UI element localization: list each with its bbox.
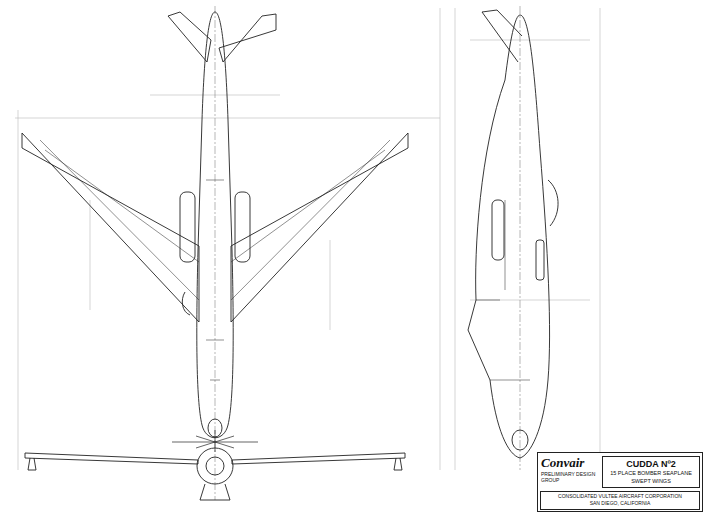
wing-spar bbox=[231, 140, 390, 300]
title-text: CONSOLIDATED VULTEE AIRCRAFT CORPORATION bbox=[543, 494, 697, 500]
note-text: SAN DIEGO, CALIFORNIA bbox=[543, 501, 697, 507]
engine-nacelle bbox=[492, 200, 504, 260]
nose bbox=[512, 430, 528, 450]
side-view bbox=[468, 10, 558, 458]
canopy bbox=[548, 180, 558, 226]
fin bbox=[482, 10, 522, 62]
engine-nacelle bbox=[180, 192, 195, 262]
sponson bbox=[536, 240, 544, 280]
center-lines bbox=[215, 6, 520, 500]
fuselage-section bbox=[197, 448, 233, 484]
left-wing bbox=[22, 133, 199, 322]
fuselage bbox=[197, 12, 233, 438]
wing-float bbox=[182, 292, 190, 315]
tailplane bbox=[219, 14, 276, 62]
propeller bbox=[172, 430, 258, 452]
plan-view bbox=[22, 12, 408, 438]
engine-nacelle bbox=[235, 192, 250, 262]
title-text: Convair bbox=[541, 456, 599, 471]
construction-lines bbox=[15, 8, 600, 470]
tailplane bbox=[168, 12, 211, 62]
company-strip: CONSOLIDATED VULTEE AIRCRAFT CORPORATION… bbox=[540, 491, 700, 511]
wing bbox=[232, 453, 405, 464]
front-view bbox=[25, 430, 405, 500]
right-wing bbox=[231, 133, 408, 322]
note-text: SWEPT WINGS bbox=[605, 478, 697, 484]
wing-float bbox=[394, 458, 402, 470]
wing-float bbox=[28, 458, 36, 470]
hull bbox=[468, 15, 550, 458]
wing-spar bbox=[40, 140, 199, 300]
title-block: CUDDA Nº215 PLACE BOMBER SEAPLANE SWEPT W… bbox=[537, 452, 703, 512]
note-text: 15 PLACE BOMBER SEAPLANE bbox=[605, 470, 697, 476]
hull-keel bbox=[200, 484, 230, 500]
note-text: PRELIMINARY DESIGN GROUP bbox=[541, 472, 599, 484]
title-text: CUDDA Nº2 bbox=[605, 459, 697, 469]
wing bbox=[25, 453, 198, 464]
drawing-title-box: CUDDA Nº215 PLACE BOMBER SEAPLANE SWEPT W… bbox=[602, 456, 700, 488]
